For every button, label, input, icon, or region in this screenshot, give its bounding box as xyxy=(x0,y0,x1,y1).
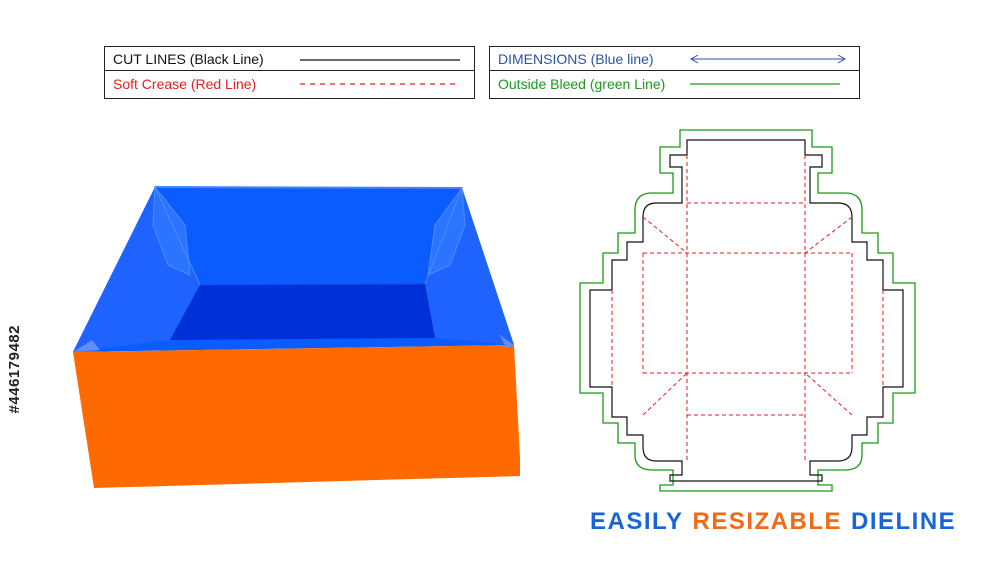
outside-bleed-outline xyxy=(579,129,916,492)
legend-left: CUT LINES (Black Line) Soft Crease (Red … xyxy=(104,46,475,99)
outside-bleed-label: Outside Bleed (green Line) xyxy=(498,75,666,92)
dieline-drawing xyxy=(579,129,916,492)
legend-row-soft-crease: Soft Crease (Red Line) xyxy=(105,72,474,95)
dimensions-label: DIMENSIONS (Blue line) xyxy=(498,50,654,67)
soft-crease-label: Soft Crease (Red Line) xyxy=(113,75,257,92)
dimension-arrow-sample xyxy=(689,54,847,64)
tagline-word-dieline: DIELINE xyxy=(851,508,957,535)
box-floor xyxy=(170,284,435,340)
legend-row-outside-bleed: Outside Bleed (green Line) xyxy=(490,72,859,95)
tagline-word-easily: EASILY xyxy=(590,508,684,535)
cut-line-sample xyxy=(300,59,460,61)
cut-line-outline xyxy=(589,139,904,482)
soft-crease-lines xyxy=(611,155,884,461)
cut-lines-label: CUT LINES (Black Line) xyxy=(113,50,264,67)
legend-right: DIMENSIONS (Blue line) Outside Bleed (gr… xyxy=(489,46,860,99)
stock-id-label: #446179482 xyxy=(6,325,23,414)
tagline-word-resizable: RESIZABLE xyxy=(692,508,842,535)
tagline: EASILY RESIZABLE DIELINE xyxy=(590,508,965,536)
legend-divider xyxy=(490,70,859,71)
box-flap-left xyxy=(152,185,191,276)
soft-crease-sample xyxy=(300,83,460,85)
box-front-face xyxy=(73,345,520,488)
legend-row-dimensions: DIMENSIONS (Blue line) xyxy=(490,47,859,70)
legend-divider xyxy=(105,70,474,71)
box-3d-illustration xyxy=(73,185,520,488)
legend-row-cut-lines: CUT LINES (Black Line) xyxy=(105,47,474,70)
bleed-line-sample xyxy=(690,83,840,85)
